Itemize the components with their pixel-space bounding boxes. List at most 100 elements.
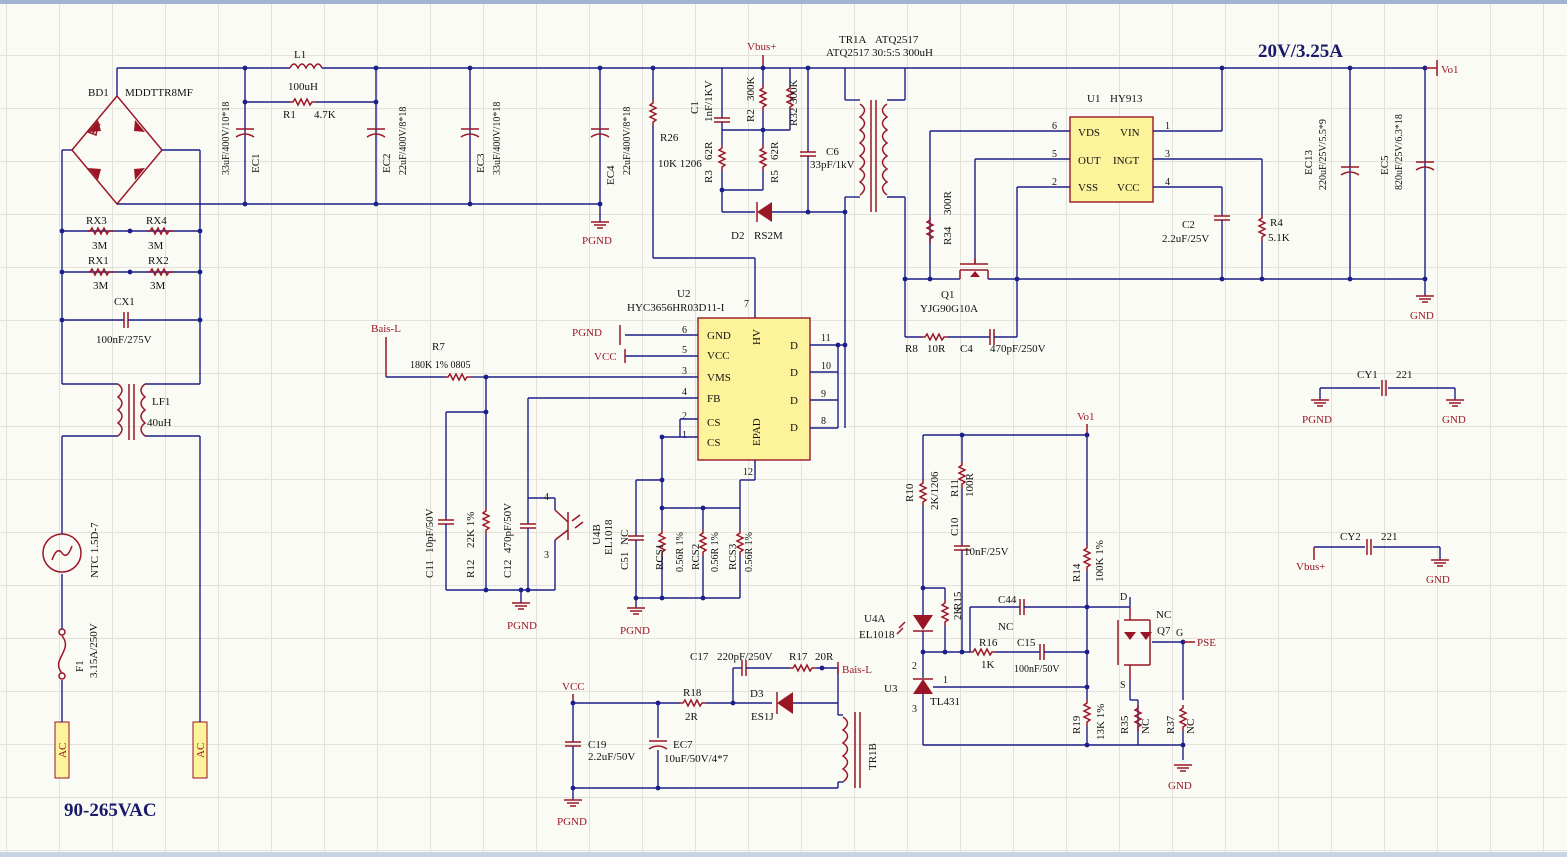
c15-label: C15 xyxy=(1017,637,1036,649)
r32-label: R32 xyxy=(788,108,800,126)
u1-pin-ingt: INGT xyxy=(1113,155,1140,167)
lf1-value: 40uH xyxy=(147,417,172,429)
f1-value: 3.15A/250V xyxy=(88,623,100,678)
c11-label: C11 xyxy=(424,560,436,578)
tr1-spec: ATQ2517 30:5:5 300uH xyxy=(826,47,933,59)
r35-label: R35 xyxy=(1119,715,1131,734)
pse-net-label: PSE xyxy=(1197,637,1216,649)
r17-value: 20R xyxy=(815,651,834,663)
window-bottom-border xyxy=(0,852,1567,857)
r4-label: R4 xyxy=(1270,217,1283,229)
bulk-capacitor-section: L1 100uH R1 4.7K EC1 33uF/400V/10*18 EC2… xyxy=(221,49,1425,247)
cx1-value: 100nF/275V xyxy=(96,334,152,346)
u1-pin-out: OUT xyxy=(1078,155,1101,167)
r15-value: 2K xyxy=(952,607,964,621)
r19-label: R19 xyxy=(1071,715,1083,734)
u2-pin-fb: FB xyxy=(707,393,720,405)
u1-pin-vds: VDS xyxy=(1078,127,1100,139)
r10-label: R10 xyxy=(904,483,916,502)
l1-label: L1 xyxy=(294,49,306,61)
d2-diode xyxy=(757,202,772,222)
ec2-value: 22uF/400V/8*18 xyxy=(398,107,409,175)
bridge-rectifier xyxy=(71,94,163,206)
q7-value: NC xyxy=(1156,609,1171,621)
u1-pin-vin: VIN xyxy=(1120,127,1140,139)
pgnd-label-cy1: PGND xyxy=(1302,414,1332,426)
ntc-label: NTC 1.5D-7 xyxy=(89,522,101,578)
c10-label: C10 xyxy=(949,517,961,536)
u2-pin-gnd: GND xyxy=(707,330,731,342)
ec4-value: 22uF/400V/8*18 xyxy=(622,107,633,175)
c19-value: 2.2uF/50V xyxy=(588,751,635,763)
r4-value: 5.1K xyxy=(1268,232,1290,244)
c2-label: C2 xyxy=(1182,219,1195,231)
feedback-section: Vo1 R10 2K/1206 R11 100R C10 10nF/25V R1… xyxy=(859,411,1216,792)
ec5-value: 820uF/25V/6.3*18 xyxy=(1394,114,1405,190)
rx1-value: 3M xyxy=(93,280,109,292)
u1-pin6: 6 xyxy=(1052,121,1057,132)
r10-value: 2K/1206 xyxy=(929,471,941,510)
c4-value: 470pF/250V xyxy=(990,343,1046,355)
bais-l-label-1: Bais-L xyxy=(371,323,401,335)
ec7-value: 10uF/50V/4*7 xyxy=(664,753,729,765)
bd1-part: MDDTTR8MF xyxy=(125,87,193,99)
bais-l-label-2: Bais-L xyxy=(842,664,872,676)
r32-value: 300K xyxy=(788,80,800,105)
u2-pin11: 11 xyxy=(821,333,831,344)
u1-ic xyxy=(1069,116,1154,203)
c17-value: 220pF/250V xyxy=(717,651,773,663)
c12-value: 470pF/50V xyxy=(502,503,514,553)
u2-pin-vms: VMS xyxy=(707,372,731,384)
u3-part: TL431 xyxy=(930,696,960,708)
u3-pin2: 2 xyxy=(912,661,917,672)
ec13-label: EC13 xyxy=(1303,149,1315,175)
ec4-label: EC4 xyxy=(605,165,617,185)
r2-label: R2 xyxy=(745,109,757,122)
q7-pin-d: D xyxy=(1120,592,1127,603)
pgnd-label-u2: PGND xyxy=(572,327,602,339)
c51-label: C51 xyxy=(619,552,631,570)
u4a-led xyxy=(913,615,933,630)
cy2-label: CY2 xyxy=(1340,531,1361,543)
r19-value: 13K 1% xyxy=(1095,704,1107,740)
r3-label: R3 xyxy=(703,170,715,183)
u1-pin4: 4 xyxy=(1165,177,1170,188)
aux-supply-section: VCC R18 2R D3 ES1J C17 220pF/250V R17 20… xyxy=(557,651,879,828)
rcs2-label: RCS2 xyxy=(690,544,702,570)
gnd-label-1: GND xyxy=(1410,310,1434,322)
transformer-tr1a: TR1A ATQ2517 ATQ2517 30:5:5 300uH xyxy=(826,34,933,428)
rcs2-value: 0.56R 1% xyxy=(710,532,721,572)
ec7-label: EC7 xyxy=(673,739,693,751)
cy1-label: CY1 xyxy=(1357,369,1378,381)
cy2-value: 221 xyxy=(1381,531,1398,543)
output-spec-title: 20V/3.25A xyxy=(1258,41,1343,62)
cx1-label: CX1 xyxy=(114,296,135,308)
tr1b-label: TR1B xyxy=(867,743,879,770)
u2-pin2: 2 xyxy=(682,411,687,422)
rcs1-value: 0.56R 1% xyxy=(675,532,686,572)
vo1-net-label-fb: Vo1 xyxy=(1077,411,1095,423)
u2-pin-vcc: VCC xyxy=(707,350,730,362)
bd1-label: BD1 xyxy=(88,87,109,99)
r3-value: 62R xyxy=(703,141,715,160)
q1-label: Q1 xyxy=(941,289,954,301)
r12-label: R12 xyxy=(465,560,477,578)
rx2-label: RX2 xyxy=(148,255,169,267)
r11-value: 100R xyxy=(964,473,976,498)
pgnd-label-3: PGND xyxy=(620,625,650,637)
c15-value: 100nF/50V xyxy=(1014,664,1060,675)
d3-part: ES1J xyxy=(751,711,774,723)
u4b-pin3: 3 xyxy=(544,550,549,561)
gnd-label-fb: GND xyxy=(1168,780,1192,792)
rx3-value: 3M xyxy=(92,240,108,252)
u2-pin-cs-1: CS xyxy=(707,437,720,449)
r1-value: 4.7K xyxy=(314,109,336,121)
u1-pin5: 5 xyxy=(1052,149,1057,160)
c51-value: NC xyxy=(619,530,631,545)
u1-part: HY913 xyxy=(1110,93,1143,105)
r34-label: R34 xyxy=(942,226,954,245)
d2-part: RS2M xyxy=(754,230,783,242)
r18-value: 2R xyxy=(685,711,699,723)
d3-diode xyxy=(777,692,793,714)
